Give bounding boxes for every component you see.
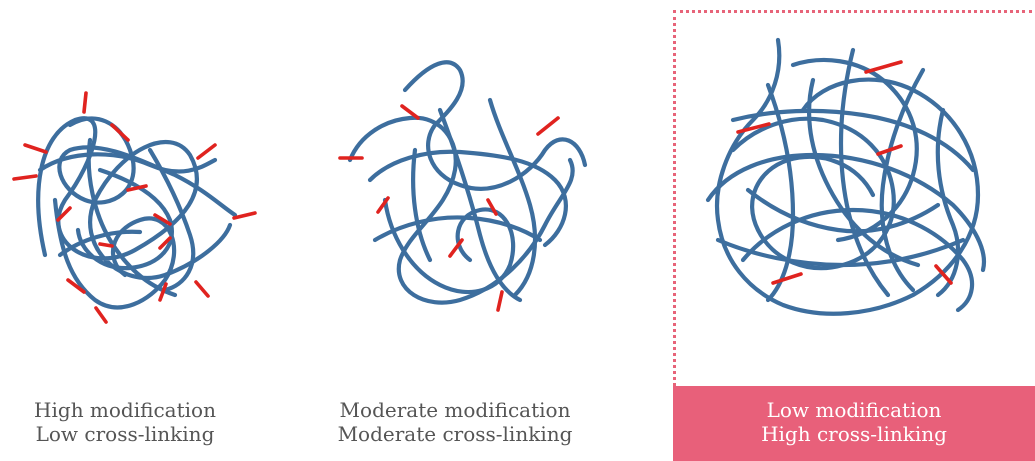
caption-line-2: Low cross-linking bbox=[25, 422, 225, 446]
panel-moderate-modification: Moderate modification Moderate cross-lin… bbox=[330, 0, 670, 461]
modification-marks bbox=[14, 93, 255, 322]
caption-line-2: High cross-linking bbox=[673, 422, 1035, 446]
caption-line-1: Moderate modification bbox=[335, 398, 575, 422]
caption-high-modification: High modification Low cross-linking bbox=[25, 398, 225, 446]
caption-low-modification: Low modification High cross-linking bbox=[673, 398, 1035, 446]
polymer-network-moderate bbox=[330, 0, 670, 380]
caption-line-2: Moderate cross-linking bbox=[335, 422, 575, 446]
polymer-network-sparse bbox=[0, 0, 340, 380]
polymer-network-dense bbox=[673, 10, 1035, 390]
caption-moderate-modification: Moderate modification Moderate cross-lin… bbox=[335, 398, 575, 446]
panel-low-modification-highlighted: Low modification High cross-linking bbox=[673, 10, 1035, 461]
caption-line-1: High modification bbox=[25, 398, 225, 422]
caption-line-1: Low modification bbox=[673, 398, 1035, 422]
panel-high-modification: High modification Low cross-linking bbox=[0, 0, 340, 461]
polymer-strands bbox=[350, 62, 585, 302]
